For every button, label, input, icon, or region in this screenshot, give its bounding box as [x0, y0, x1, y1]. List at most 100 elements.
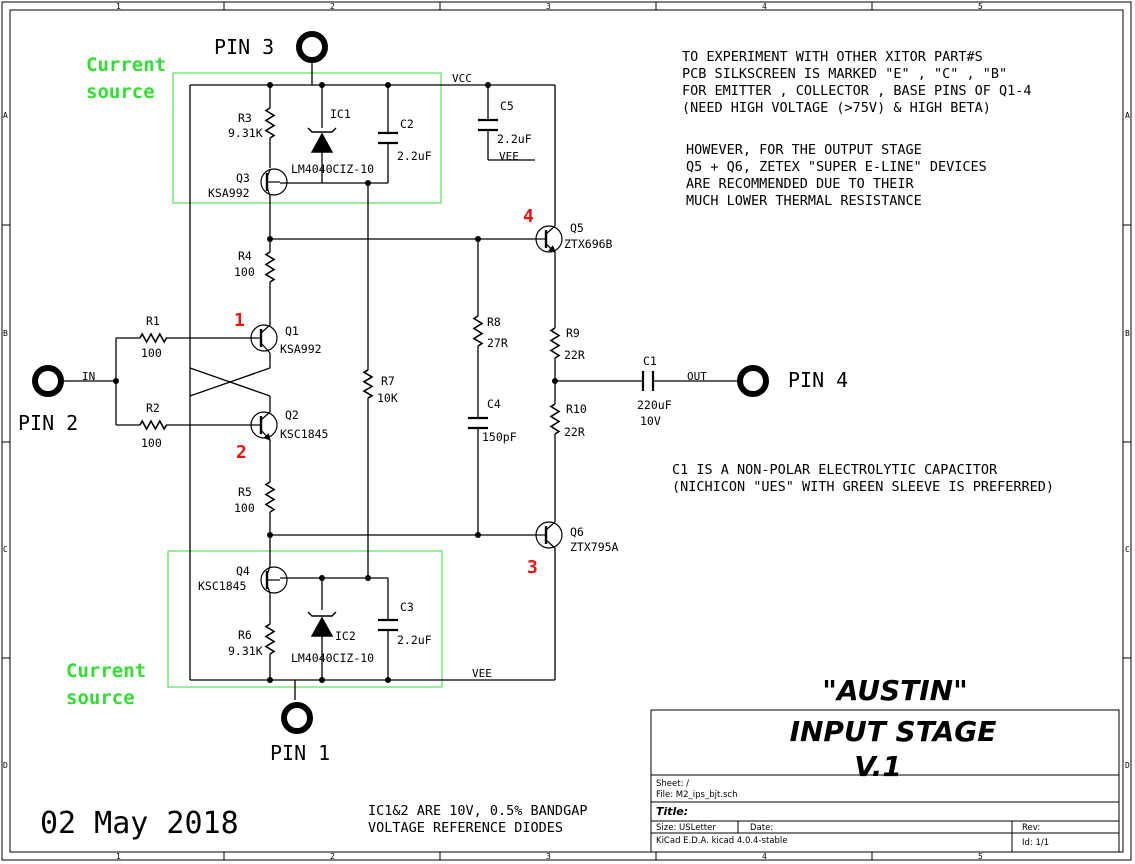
col-mark: 3 [546, 2, 551, 11]
schematic-date: 02 May 2018 [40, 806, 239, 841]
junctions [113, 82, 558, 683]
q5-value: ZTX696B [564, 237, 613, 251]
title-file: File: M2_ips_bjt.sch [656, 790, 738, 800]
row-mark: C [1125, 545, 1130, 554]
title-line-3: V.1 [854, 750, 901, 783]
c3-symbol [378, 618, 398, 632]
note-line: IC1&2 ARE 10V, 0.5% BANDGAP [368, 803, 587, 819]
node-marker: 4 [523, 206, 534, 227]
current-source-label-bottom: Current [66, 660, 146, 682]
title-size: Size: USLetter [656, 823, 716, 833]
r8-ref: R8 [487, 315, 501, 329]
ic2-zener-symbol [307, 611, 337, 637]
c1-voltage: 10V [640, 414, 661, 428]
r2-value: 100 [141, 436, 162, 450]
net-label-vee: VEE [472, 667, 492, 680]
c4-value: 150pF [482, 430, 517, 444]
row-mark: B [3, 329, 8, 338]
ic2-ref: IC2 [335, 629, 356, 643]
note-line: C1 IS A NON-POLAR ELECTROLYTIC CAPACITOR [672, 462, 998, 478]
row-mark: A [1125, 111, 1130, 120]
title-date-label: Date: [750, 823, 773, 833]
note-line: (NEED HIGH VOLTAGE (>75V) & HIGH BETA) [682, 100, 991, 116]
current-source-label-top: Current [86, 54, 166, 76]
note-line: HOWEVER, FOR THE OUTPUT STAGE [686, 142, 922, 158]
c5-value: 2.2uF [497, 132, 532, 146]
note-line: ARE RECOMMENDED DUE TO THEIR [686, 176, 914, 192]
title-sheet: Sheet: / [656, 779, 689, 789]
q3-ref: Q3 [236, 171, 250, 185]
r1-value: 100 [141, 346, 162, 360]
r3-symbol [264, 107, 276, 139]
c2-symbol [378, 131, 398, 145]
c1-ref: C1 [643, 354, 657, 368]
note-line: FOR EMITTER , COLLECTOR , BASE PINS OF Q… [682, 83, 1032, 99]
node-marker: 2 [236, 442, 247, 463]
col-mark: 5 [978, 2, 983, 11]
q5-ref: Q5 [570, 221, 584, 235]
frame-marks: 1 2 3 4 5 1 2 3 4 5 A B C D A B C D [3, 2, 1130, 861]
q2-ref: Q2 [285, 408, 299, 422]
pin-connectors [32, 31, 769, 734]
net-label-out: OUT [687, 370, 707, 383]
row-mark: D [1125, 761, 1130, 770]
pin3-connector [296, 31, 328, 63]
col-mark: 4 [762, 852, 767, 861]
net-label-in: IN [82, 370, 95, 383]
capacitor-symbols [378, 118, 655, 632]
r2-ref: R2 [146, 401, 160, 415]
title-line-2: INPUT STAGE [790, 715, 997, 748]
c2-ref: C2 [400, 117, 414, 131]
q5-symbol [535, 225, 563, 253]
c3-ref: C3 [400, 600, 414, 614]
title-kicad: KiCad E.D.A. kicad 4.0.4-stable [656, 836, 787, 846]
r7-ref: R7 [381, 374, 395, 388]
q4-ref: Q4 [236, 564, 250, 578]
r7-symbol [362, 369, 374, 399]
r3-value: 9.31K [228, 126, 263, 140]
c1-symbol [641, 371, 655, 391]
node-marker: 3 [527, 557, 538, 578]
r8-symbol [472, 315, 484, 347]
c3-value: 2.2uF [397, 633, 432, 647]
r4-value: 100 [234, 265, 255, 279]
r6-symbol [264, 623, 276, 655]
net-label-vcc: VCC [452, 72, 472, 85]
q1-value: KSA992 [280, 342, 322, 356]
pin1-connector [281, 702, 313, 734]
r9-value: 22R [564, 348, 585, 362]
note-line: Q5 + Q6, ZETEX "SUPER E-LINE" DEVICES [686, 159, 987, 175]
col-mark: 1 [116, 2, 121, 11]
pin2-label: PIN 2 [18, 411, 78, 435]
row-mark: A [3, 111, 8, 120]
c4-ref: C4 [487, 397, 501, 411]
r10-symbol [549, 403, 561, 435]
q4-symbol [260, 565, 288, 594]
current-source-box-bottom [167, 550, 443, 688]
r7-value: 10K [377, 391, 398, 405]
r10-value: 22R [564, 425, 585, 439]
ic1-value: LM4040CIZ-10 [291, 162, 374, 176]
pin4-label: PIN 4 [788, 368, 848, 392]
title-label: Title: [656, 805, 688, 818]
c5-ref: C5 [500, 99, 514, 113]
col-mark: 3 [546, 852, 551, 861]
c4-symbol [468, 416, 488, 430]
pin4-connector [737, 365, 769, 397]
row-mark: B [1125, 329, 1130, 338]
note-line: (NICHICON "UES" WITH GREEN SLEEVE IS PRE… [672, 479, 1054, 495]
notes-block: TO EXPERIMENT WITH OTHER XITOR PART#S PC… [368, 49, 1054, 836]
current-source-label-top: source [86, 81, 155, 103]
component-labels: R3 9.31K IC1 LM4040CIZ-10 C2 2.2uF Q3 KS… [141, 99, 672, 665]
note-line: PCB SILKSCREEN IS MARKED "E" , "C" , "B" [682, 66, 1007, 82]
col-mark: 5 [978, 852, 983, 861]
c1-value: 220uF [637, 398, 672, 412]
r5-ref: R5 [238, 485, 252, 499]
r2-symbol [139, 419, 168, 431]
c5-symbol [478, 118, 498, 132]
q6-ref: Q6 [570, 525, 584, 539]
ic1-zener-symbol [307, 127, 337, 153]
r9-ref: R9 [566, 326, 580, 340]
